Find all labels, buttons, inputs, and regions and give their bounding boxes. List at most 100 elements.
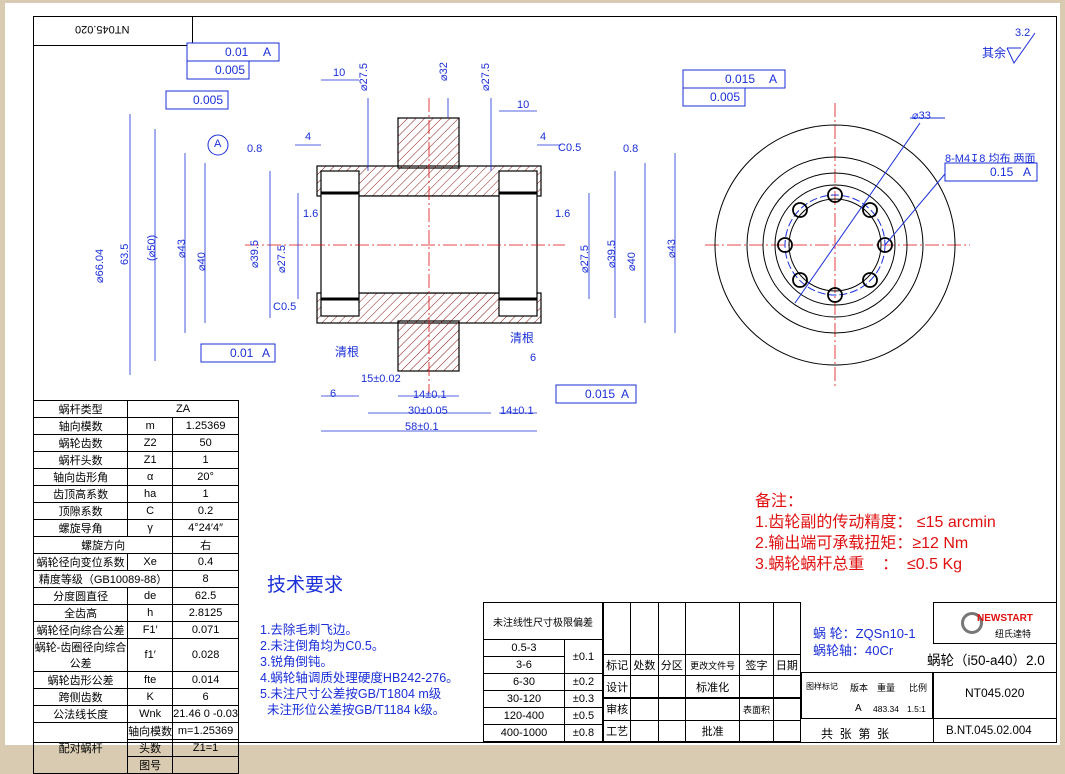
tol-value: ±0.8 (563, 724, 604, 742)
param-value: 50 (172, 434, 239, 452)
dim-d32: ⌀32 (438, 62, 450, 81)
std-label: 标准化 (684, 675, 741, 698)
holes-note: 8-M4↧8 均布 两面 (945, 153, 1036, 165)
tech-title: 技术要求 (267, 575, 344, 596)
dim-d39-left: ⌀39.5 (249, 239, 261, 268)
dim-d40-left: ⌀40 (196, 252, 208, 271)
logo-text: NEWSTART (977, 613, 1033, 624)
mating-key: 头数 (127, 739, 174, 757)
mating-label: 配对蜗杆 (32, 722, 129, 774)
param-label: 螺旋方向 (32, 536, 174, 554)
dim-30: 30±0.05 (408, 405, 448, 417)
param-value: 0.4 (172, 553, 239, 571)
tech-item: 未注形位公差按GB/T1184 k级。 (260, 703, 446, 717)
param-row: 螺旋方向右 (32, 536, 239, 554)
dim-4-left: 4 (305, 131, 312, 143)
dim-6-right: 6 (530, 352, 537, 364)
dim-10-left: 10 (333, 67, 346, 79)
hdr-date: 日期 (772, 653, 802, 677)
tech-item: 1.去除毛刺飞边。 (260, 623, 358, 637)
mating-value: m=1.25369 (172, 722, 239, 740)
dim-d27-top-a: ⌀27.5 (358, 62, 370, 91)
end-view (714, 117, 956, 366)
param-value: 4°24′4″ (172, 519, 239, 537)
dim-r08-left: 0.8 (247, 143, 263, 155)
param-value: 0.028 (172, 638, 239, 672)
right-coax-tol: 0.015 (725, 72, 756, 86)
tolerance-table: 未注线性尺寸极限偏差 0.5-3±0.1 3-6 6-30±0.2 30-120… (483, 602, 604, 742)
dimension-lines (129, 79, 676, 432)
param-label: 蜗杆头数 (32, 451, 129, 469)
gdt-frames (165, 42, 1038, 404)
param-symbol: Z2 (127, 434, 174, 452)
dim-d43-left: ⌀43 (176, 239, 188, 258)
param-symbol: Xe (127, 553, 174, 571)
clear-root-right: 清根 (510, 331, 535, 345)
drawing-number: NT045.020 (965, 686, 1025, 700)
material-shaft: 蜗轮轴：40Cr (813, 643, 894, 658)
tol-range: 400-1000 (483, 724, 565, 742)
dim-10-right: 10 (517, 99, 530, 111)
param-value: ZA (127, 400, 239, 418)
param-label: 轴向齿形角 (32, 468, 129, 486)
tech-item: 5.未注尺寸公差按GB/T1804 m级 (260, 687, 442, 701)
dim-15: 15±0.02 (361, 373, 401, 385)
param-symbol: γ (127, 519, 174, 537)
dim-d63: 63.5 (119, 243, 131, 265)
revision-table: 标记 处数 分区 更改文件号 签字 日期 设计标准化 审核表面积 工艺批准 (602, 602, 802, 743)
mating-value (172, 756, 239, 774)
scale-value: 1.5:1 (907, 704, 926, 714)
tech-item: 2.未注倒角均为C0.5。 (260, 639, 385, 653)
tol-value: ±0.1 (563, 639, 604, 674)
left-circ2-tol: 0.005 (193, 93, 224, 107)
dim-r16-right: 1.6 (555, 208, 571, 220)
left-circ-tol: 0.005 (215, 63, 246, 77)
tech-list: 1.去除毛刺飞边。 2.未注倒角均为C0.5。 3.锐角倒钝。 4.蜗轮轴调质处… (260, 622, 459, 718)
param-row: 精度等级（GB10089-88）8 (32, 570, 239, 588)
param-symbol: de (127, 587, 174, 605)
dim-d27-mid-right: ⌀27.5 (579, 244, 591, 273)
dim-6-left: 6 (330, 388, 337, 400)
dim-d40-right: ⌀40 (626, 252, 638, 271)
dim-4-right: 4 (540, 131, 547, 143)
dim-c05-bottom: C0.5 (273, 301, 297, 313)
param-value: 8 (172, 570, 239, 588)
right-coax-ref: A (769, 72, 778, 86)
scale-label: 比例 (909, 683, 928, 693)
mating-value: Z1=1 (172, 739, 239, 757)
param-symbol: Z1 (127, 451, 174, 469)
notes-item: 3.蜗轮蜗杆总重 ： ≤0.5 Kg (755, 556, 963, 573)
dim-d66: ⌀66.04 (94, 248, 106, 283)
tb-box (933, 672, 1057, 743)
roughness-value: 3.2 (1015, 27, 1031, 39)
process-label: 工艺 (602, 719, 632, 743)
design-label: 设计 (602, 675, 632, 698)
param-symbol: f1′ (127, 638, 174, 672)
tol-range: 0.5-3 (483, 639, 565, 657)
logo-box (933, 602, 1057, 644)
hdr-mark: 标记 (602, 653, 632, 677)
part-name: 蜗轮（i50-a40）2.0 (927, 653, 1045, 668)
param-label: 蜗轮-齿圈径向综合公差 (32, 638, 129, 672)
param-symbol: Wnk (127, 705, 174, 723)
dim-d43-right: ⌀43 (666, 239, 678, 258)
tol-value: ±0.3 (563, 690, 604, 708)
sheet-count: 共 张 第 张 (821, 727, 890, 741)
notes-item: 1.齿轮副的传动精度： ≤15 arcmin (755, 514, 996, 531)
tol-range: 6-30 (483, 673, 565, 691)
param-symbol: h (127, 604, 174, 622)
approve-label: 批准 (684, 719, 741, 743)
dim-c05-top: C0.5 (558, 142, 582, 154)
param-label: 螺旋导角 (32, 519, 129, 537)
dim-d39-right: ⌀39.5 (606, 239, 618, 268)
